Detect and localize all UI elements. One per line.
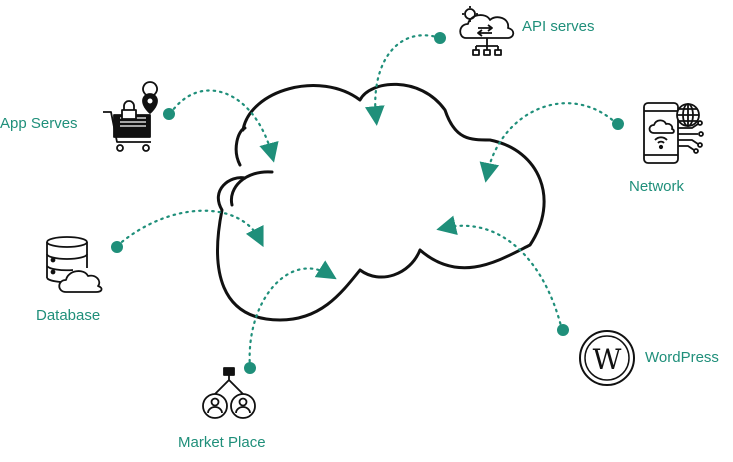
users-hierarchy-icon	[202, 367, 256, 419]
connector-app	[168, 89, 279, 163]
dot-market	[244, 362, 256, 374]
node-label-network: Network	[629, 178, 685, 195]
cloud-gear-network-icon	[459, 6, 515, 56]
node-label-api-serves: API serves	[522, 18, 595, 35]
node-label-market-place: Market Place	[178, 434, 266, 451]
connector-market	[248, 260, 337, 370]
dot-database	[111, 241, 123, 253]
svg-text:W: W	[593, 343, 622, 376]
wordpress-icon: W	[579, 330, 635, 386]
dot-wordpress	[557, 324, 569, 336]
node-label-app-serves: App Serves	[0, 115, 78, 132]
connector-network	[479, 102, 619, 183]
node-label-wordpress: WordPress	[645, 349, 719, 366]
database-cloud-icon	[46, 236, 103, 293]
central-cloud	[216, 82, 546, 322]
node-label-database: Database	[36, 307, 101, 324]
mobile-cloud-globe-icon	[643, 102, 704, 164]
connector-api	[364, 34, 442, 126]
dot-app	[163, 108, 175, 120]
dot-api	[434, 32, 446, 44]
connector-database	[115, 209, 264, 248]
connector-wordpress	[436, 215, 564, 332]
shopping-cart-location-icon	[103, 81, 158, 152]
dot-network	[612, 118, 624, 130]
